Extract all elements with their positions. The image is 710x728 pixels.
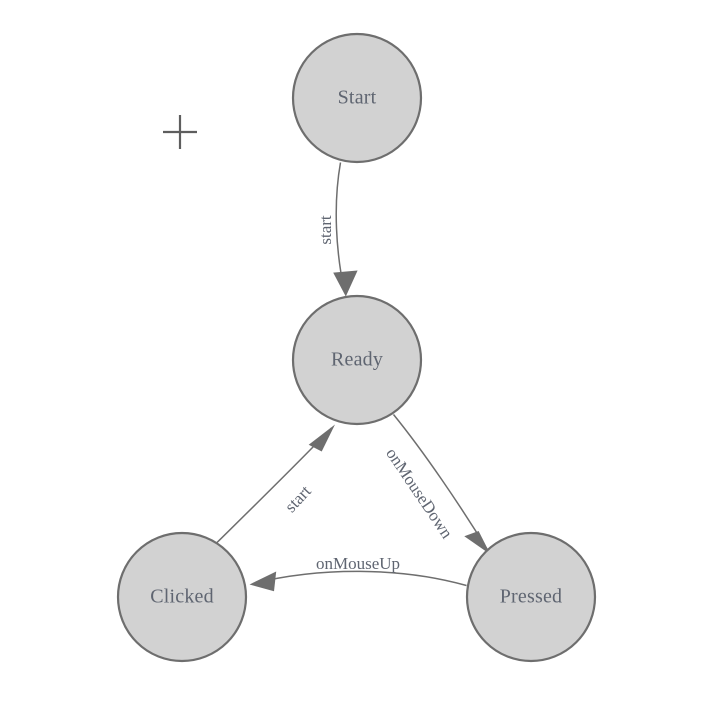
edge-start-to-ready-arrowhead: [333, 270, 358, 297]
edge-ready-to-pressed-arrowhead: [464, 531, 491, 555]
node-ready-circle[interactable]: [291, 294, 423, 426]
node-clicked-label: Clicked: [150, 586, 214, 608]
edge-pressed-to-clicked-path[interactable]: [252, 570, 467, 587]
edge-clicked-to-ready[interactable]: start: [215, 424, 336, 544]
node-ready[interactable]: Ready: [291, 294, 423, 426]
node-ready-label: Ready: [331, 349, 383, 371]
node-start-label: Start: [338, 87, 377, 109]
node-pressed-label: Pressed: [500, 586, 563, 608]
edge-pressed-to-clicked[interactable]: onMouseUp: [249, 554, 467, 592]
node-pressed-circle[interactable]: [465, 531, 597, 663]
edge-ready-to-pressed[interactable]: onMouseDown: [382, 414, 491, 555]
node-pressed[interactable]: Pressed: [465, 531, 597, 663]
plus-marker-icon: [163, 115, 197, 149]
edge-clicked-to-ready-label: start: [281, 482, 315, 517]
edge-pressed-to-clicked-label: onMouseUp: [316, 554, 400, 573]
edge-start-to-ready[interactable]: start: [316, 162, 358, 297]
edge-start-to-ready-label: start: [316, 215, 335, 245]
node-start[interactable]: Start: [291, 32, 423, 164]
edge-pressed-to-clicked-arrowhead: [249, 571, 277, 592]
node-clicked-circle[interactable]: [116, 531, 248, 663]
edge-ready-to-pressed-label: onMouseDown: [382, 444, 457, 542]
edge-clicked-to-ready-arrowhead: [308, 424, 335, 452]
node-clicked[interactable]: Clicked: [116, 531, 248, 663]
node-start-circle[interactable]: [291, 32, 423, 164]
